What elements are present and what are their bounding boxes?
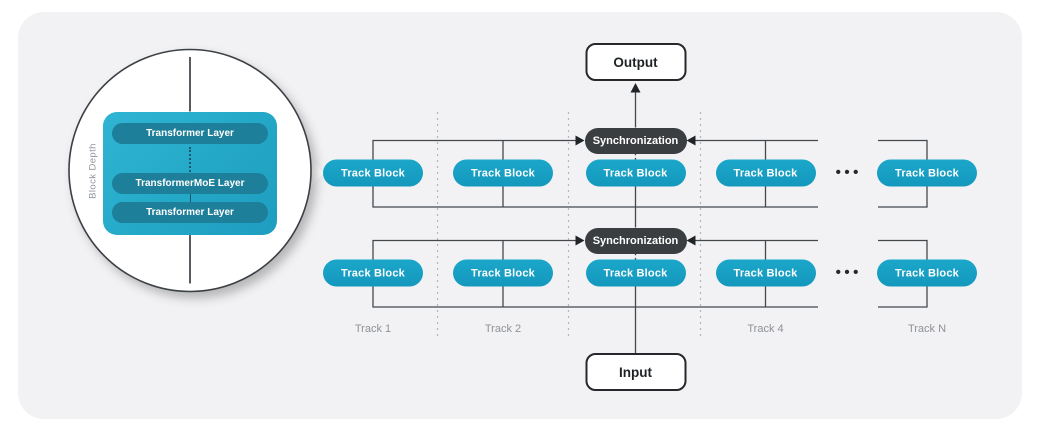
track-block: Track Block <box>585 159 686 187</box>
sync-node-top: Synchronization <box>584 127 687 154</box>
track-block: Track Block <box>323 159 423 187</box>
track-label-4: Track 4 <box>747 322 784 335</box>
block-depth-axis-label: Block Depth <box>87 143 99 199</box>
magnifier-inset-box: Transformer Layer TransformerMoE Layer T… <box>103 111 277 235</box>
track-block: Track Block <box>453 259 553 287</box>
ellipsis-row-top: ••• <box>835 163 862 181</box>
input-box: Input <box>585 353 686 391</box>
layer-pill-bottom: Transformer Layer <box>112 202 268 223</box>
track-block: Track Block <box>323 259 423 287</box>
track-label-n: Track N <box>907 322 947 335</box>
track-block: Track Block <box>877 159 977 187</box>
connector-lines <box>372 90 928 354</box>
sync-node-bottom: Synchronization <box>584 227 687 254</box>
track-block: Track Block <box>453 159 553 187</box>
ellipsis-row-bottom: ••• <box>835 263 862 281</box>
layer-pill-top: Transformer Layer <box>112 122 268 144</box>
track-label-1: Track 1 <box>354 322 392 335</box>
track-block: Track Block <box>877 259 977 287</box>
layer-solid-connector <box>189 194 191 202</box>
track-label-2: Track 2 <box>484 322 522 335</box>
track-block: Track Block <box>585 259 686 287</box>
arrowheads <box>575 83 696 246</box>
layer-dotted-connector <box>189 146 191 172</box>
track-block: Track Block <box>715 259 816 287</box>
track-block: Track Block <box>715 159 816 187</box>
output-box: Output <box>585 43 686 81</box>
dashed-track-separators <box>436 112 702 339</box>
layer-pill-moe: TransformerMoE Layer <box>112 173 268 194</box>
